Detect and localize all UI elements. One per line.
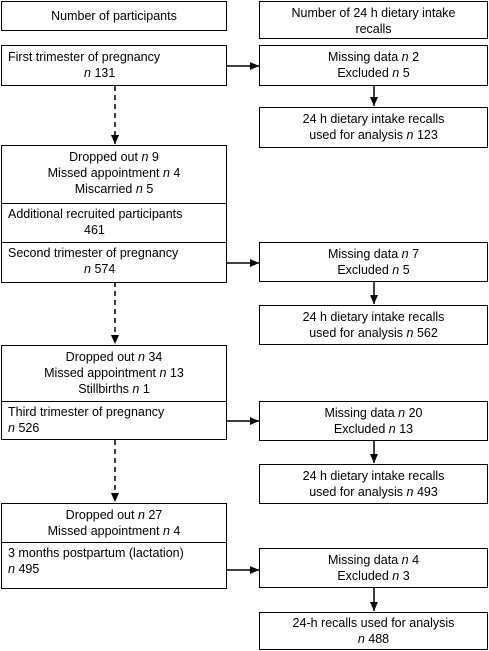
third-trimester-group: Dropped out n 34 Missed appointment n 13…	[1, 345, 227, 440]
recalls-header: Number of 24 h dietary intake recalls	[259, 1, 488, 39]
postpartum-missing-box: Missing data n 4 Excluded n 3	[259, 548, 488, 588]
first-trimester-label: First trimester of pregnancy	[8, 50, 161, 64]
postpartum-section: 3 months postpartum (lactation) n 495	[8, 546, 184, 576]
second-trimester-group: Dropped out n 9 Missed appointment n 4 M…	[1, 145, 227, 283]
first-used-box: 24 h dietary intake recalls used for ana…	[259, 107, 488, 148]
second-used-box: 24 h dietary intake recalls used for ana…	[259, 305, 488, 345]
second-missing-box: Missing data n 7 Excluded n 5	[259, 242, 488, 282]
first-missing-box: Missing data n 2 Excluded n 5	[259, 45, 488, 86]
participants-header: Number of participants	[1, 1, 227, 31]
dropout-3-section: Dropped out n 27 Missed appointment n 4	[47, 508, 181, 538]
first-trimester-count: n 131	[84, 66, 116, 80]
dropout-1-section: Dropped out n 9 Missed appointment n 4 M…	[47, 150, 181, 196]
third-missing-box: Missing data n 20 Excluded n 13	[259, 401, 488, 441]
additional-recruited-section: Additional recruited participants 461	[8, 207, 183, 237]
postpartum-used-box: 24-h recalls used for analysis n 488	[259, 612, 488, 650]
second-trimester-section: Second trimester of pregnancy n 574	[8, 246, 179, 276]
postpartum-group: Dropped out n 27 Missed appointment n 4 …	[1, 503, 227, 589]
first-trimester-box: First trimester of pregnancy n 131	[1, 45, 227, 86]
third-used-box: 24 h dietary intake recalls used for ana…	[259, 464, 488, 504]
dropout-2-section: Dropped out n 34 Missed appointment n 13…	[44, 350, 184, 396]
third-trimester-section: Third trimester of pregnancy n 526	[8, 405, 165, 435]
